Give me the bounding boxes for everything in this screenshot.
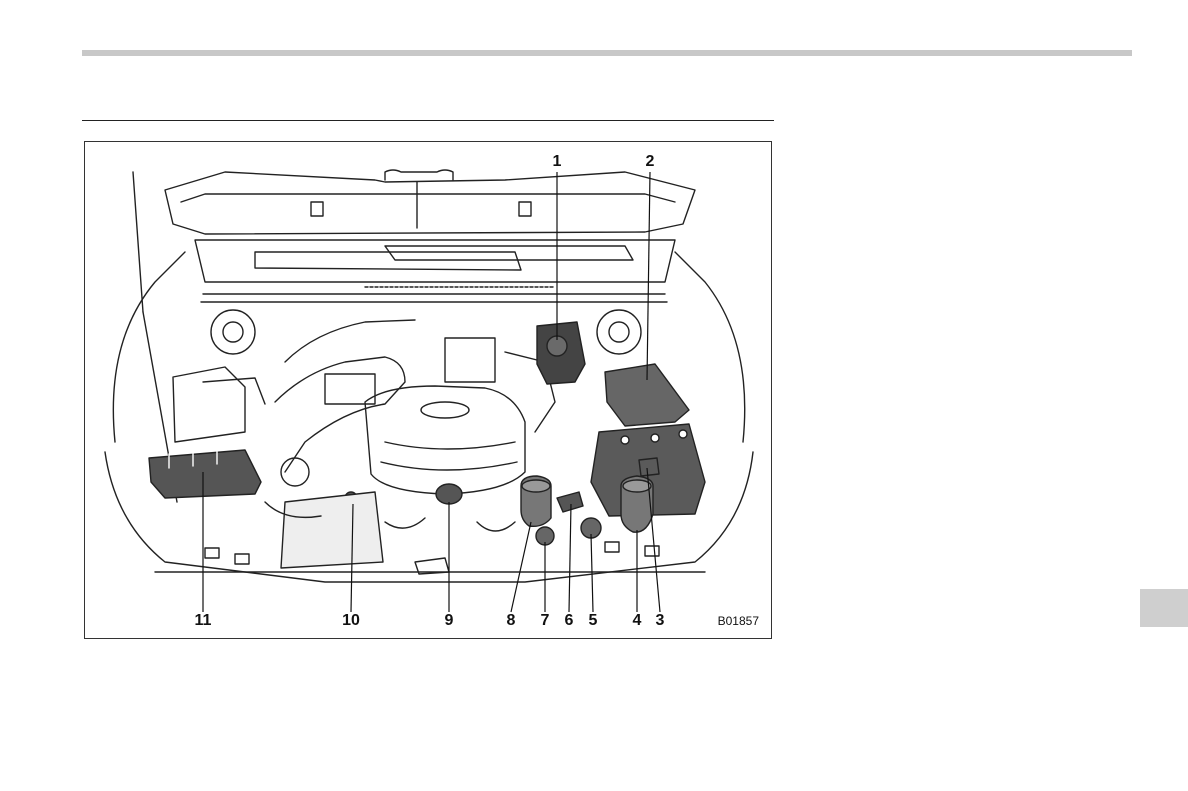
callout-2: 2: [646, 154, 655, 170]
engine-illustration: [85, 142, 773, 640]
callout-8: 8: [507, 613, 516, 629]
callout-7: 7: [541, 613, 550, 629]
callout-5: 5: [589, 613, 598, 629]
callout-3: 3: [656, 613, 665, 629]
callout-11: 11: [195, 613, 212, 629]
top-rule: [82, 50, 1132, 56]
chapter-tab: [1140, 589, 1188, 627]
engine-compartment-figure: 1 2 3 4 5 6 7 8 9 10 11 B01857: [84, 141, 772, 639]
callout-4: 4: [633, 613, 642, 629]
section-rule: [82, 120, 774, 121]
callout-10: 10: [342, 613, 360, 629]
callout-1: 1: [553, 154, 562, 170]
figure-code: B01857: [718, 614, 759, 628]
callout-6: 6: [565, 613, 574, 629]
callout-9: 9: [445, 613, 454, 629]
